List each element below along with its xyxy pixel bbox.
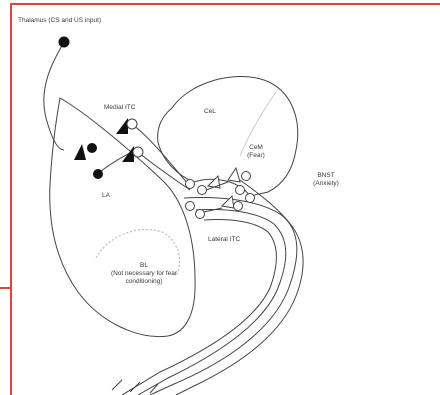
- output-tube-inner: [122, 220, 277, 395]
- cem-neuron-4: [234, 202, 243, 211]
- cem-label: CeM (Fear): [236, 144, 276, 160]
- bnst-label: BNST (Anxiety): [306, 172, 346, 188]
- la-label: LA: [102, 192, 110, 200]
- bnst-label-sub: (Anxiety): [306, 180, 346, 188]
- medial-itc-triangle-1: [116, 118, 128, 134]
- cem-neuron-3: [246, 194, 255, 203]
- thalamus-neuron: [59, 37, 70, 48]
- la-neuron-2: [93, 169, 103, 179]
- bl-label: BL (Not necessary for fear conditioning): [104, 262, 184, 286]
- la-neuron-1: [87, 143, 97, 153]
- bl-label-sub-2: conditioning): [104, 278, 184, 286]
- cem-label-title: CeM: [236, 144, 276, 152]
- medial-itc-label: Medial ITC: [104, 104, 135, 112]
- cem-label-sub: (Fear): [236, 152, 276, 160]
- bl-label-title: BL: [104, 262, 184, 270]
- cem-neuron-2: [236, 186, 245, 195]
- cem-neuron-1: [242, 172, 251, 181]
- bl-label-sub-1: (Not necessary for fear: [104, 270, 184, 278]
- tube-tick-1: [112, 380, 122, 390]
- output-tube-outer: [150, 198, 297, 395]
- thalamus-label: Thalamus (CS and US input): [18, 17, 101, 25]
- medial-itc-neuron-2: [133, 147, 143, 157]
- itc-connection-2: [138, 152, 190, 190]
- medial-itc-triangle-2: [122, 146, 134, 162]
- lateral-itc-neuron-1: [186, 180, 195, 189]
- thalamus-fiber: [44, 42, 64, 150]
- lateral-itc-neuron-3: [186, 202, 195, 211]
- tube-tick-2: [130, 382, 140, 392]
- central-amygdala-outline: [158, 76, 298, 196]
- bnst-label-title: BNST: [306, 172, 346, 180]
- lateral-itc-triangle-2: [222, 196, 234, 208]
- cel-label: CeL: [204, 108, 216, 116]
- la-triangle: [74, 144, 86, 160]
- lateral-itc-triangle-1: [208, 176, 220, 188]
- lateral-itc-neuron-2: [198, 186, 207, 195]
- cem-triangle-1: [228, 168, 240, 182]
- medial-itc-neuron-1: [127, 119, 137, 129]
- lateral-itc-label: Lateral ITC: [208, 236, 240, 244]
- lateral-itc-neuron-4: [196, 210, 205, 219]
